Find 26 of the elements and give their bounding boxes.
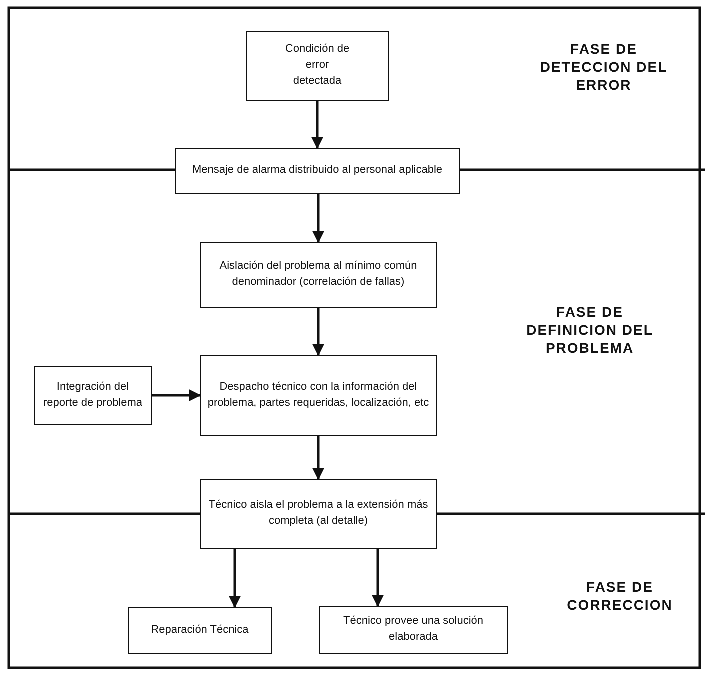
arrow <box>312 308 325 356</box>
arrow <box>152 389 202 402</box>
process-box <box>200 479 437 549</box>
arrow <box>312 436 325 480</box>
process-box <box>200 355 437 436</box>
process-box <box>200 242 437 308</box>
arrow <box>228 549 242 608</box>
box-text: Integración del reporte de problema <box>42 380 144 410</box>
phase-label: FASE DE DETECCION DEL ERROR <box>539 40 669 95</box>
box-text: Despacho técnico con la información del problema, partes requeridas, localización, etc <box>207 380 430 410</box>
box-text: Condición de error detectada <box>284 42 351 89</box>
arrow <box>372 549 384 608</box>
arrow <box>312 194 325 244</box>
process-box <box>34 366 152 425</box>
process-box <box>175 148 460 194</box>
box-text: Mensaje de alarma distribuido al personal aplicable <box>192 163 443 178</box>
phase-label: FASE DE CORRECCION <box>566 578 674 614</box>
process-box <box>246 31 389 101</box>
process-box <box>319 606 508 654</box>
box-text: Aislación del problema al mínimo común denominador (correlación de fallas) <box>218 259 418 290</box>
box-text: Reparación Técnica <box>151 622 249 638</box>
box-text: Técnico provee una solución elaborada <box>342 614 485 645</box>
process-box <box>128 607 272 654</box>
phase-label: FASE DE DEFINICION DEL PROBLEMA <box>526 303 654 358</box>
arrow <box>311 101 324 150</box>
box-text: Técnico aisla el problema a la extensión más completa (al detalle) <box>208 498 430 529</box>
